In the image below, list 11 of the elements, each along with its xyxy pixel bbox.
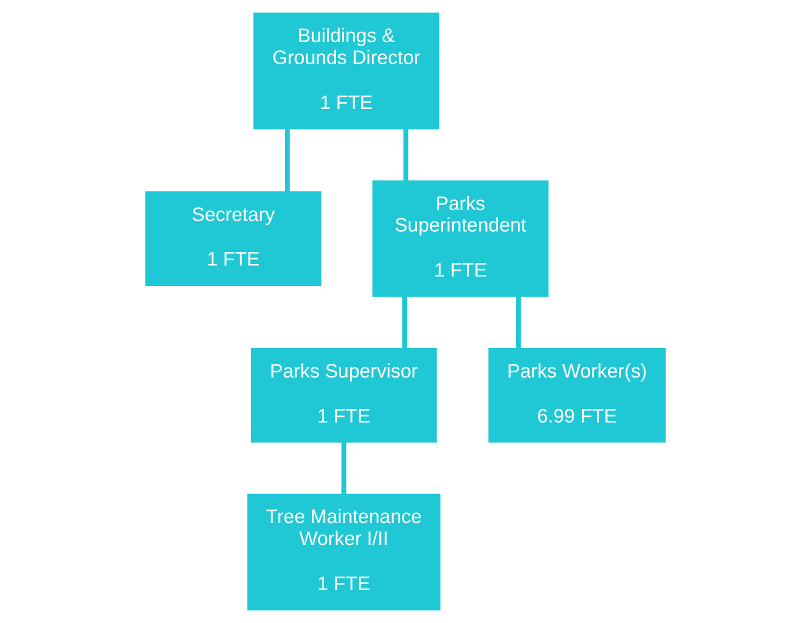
node-box: Parks Supervisor 1 FTE (250, 348, 437, 443)
connector (341, 442, 346, 494)
node-box: Buildings & Grounds Director 1 FTE (253, 12, 440, 130)
node-box: Tree Maintenance Worker I/II 1 FTE (247, 494, 440, 610)
connector (403, 129, 408, 181)
node-box: Parks Worker(s) 6.99 FTE (488, 348, 666, 443)
node-box: Secretary 1 FTE (145, 191, 322, 286)
connector (402, 296, 408, 348)
connector (516, 296, 521, 348)
connector (284, 129, 290, 192)
node-box: Parks Superintendent 1 FTE (372, 180, 549, 297)
